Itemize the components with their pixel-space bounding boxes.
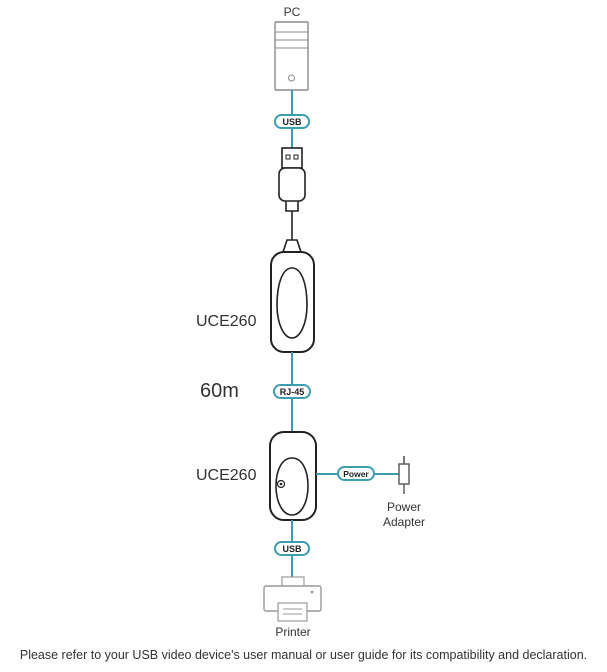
power-port-label: Power (337, 466, 375, 481)
uce260-bottom-label: UCE260 (196, 467, 257, 484)
power-adapter-label-line1: Power (387, 500, 421, 514)
power-adapter-plug-icon (398, 456, 410, 494)
pc-label: PC (284, 5, 301, 19)
power-adapter-label-line2: Adapter (383, 515, 425, 529)
printer-label: Printer (275, 625, 310, 639)
uce260-remote-unit (269, 431, 317, 521)
uce260-local-unit (270, 251, 315, 353)
uce260-top-label: UCE260 (196, 313, 257, 330)
power-led-icon (276, 479, 286, 489)
usb-plug-icon (278, 147, 306, 253)
usb-port-label-bottom: USB (274, 541, 310, 556)
svg-text:RJ-45: RJ-45 (280, 387, 305, 397)
compatibility-note: Please refer to your USB video device's … (19, 648, 588, 662)
svg-text:USB: USB (282, 544, 302, 554)
rj45-port-label: RJ-45 (273, 384, 311, 399)
printer-icon (263, 576, 322, 622)
pc-icon (274, 21, 309, 91)
usb-port-label-top: USB (274, 114, 310, 129)
svg-text:USB: USB (282, 117, 302, 127)
distance-label: 60m (200, 380, 239, 402)
svg-text:Power: Power (343, 469, 369, 479)
